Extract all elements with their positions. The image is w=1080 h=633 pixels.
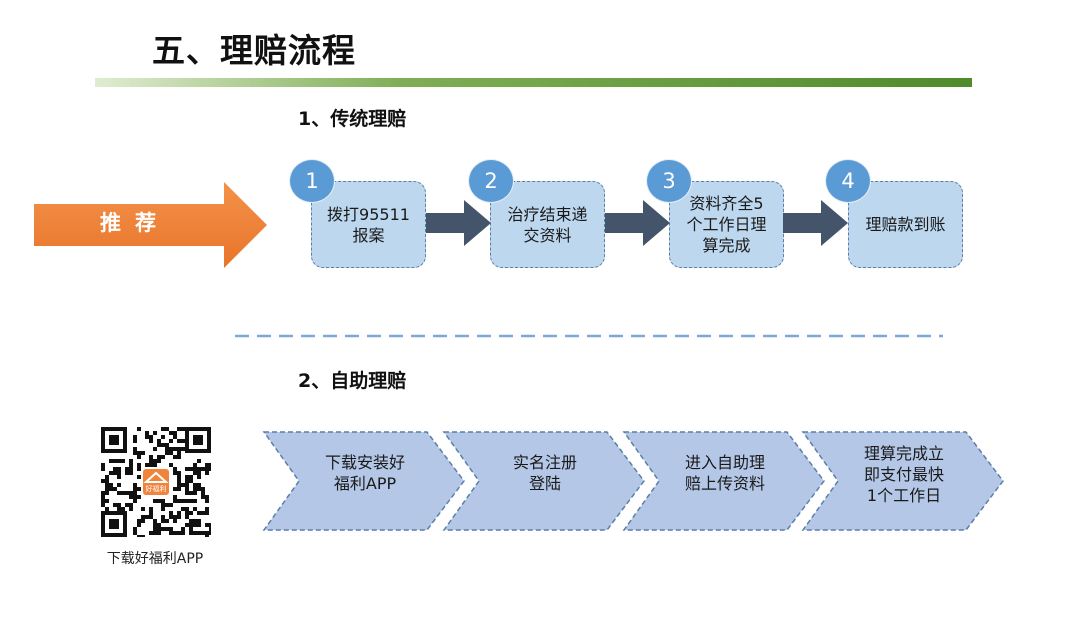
self-step-1: 下载安装好 福利APP <box>295 452 435 494</box>
step-3-line-3: 算完成 <box>702 236 751 255</box>
self-step-2-line-1: 实名注册 <box>512 453 577 472</box>
chevron-1 <box>262 431 465 531</box>
qr-code[interactable]: 好福利 <box>101 427 211 537</box>
recommend-label: 推荐 <box>100 211 170 235</box>
step-2-line-2: 交资料 <box>523 225 572 245</box>
step-box-1: 拨打95511 报案 <box>311 181 426 268</box>
self-step-2: 实名注册 登陆 <box>475 452 615 494</box>
step-box-2: 治疗结束递 交资料 <box>490 181 605 268</box>
self-step-2-line-2: 登陆 <box>528 474 561 493</box>
chevron-2 <box>442 431 645 531</box>
step-box-4: 理赔款到账 <box>848 181 963 268</box>
self-step-3-line-1: 进入自助理 <box>684 453 765 472</box>
self-step-4: 理算完成立 即支付最快 1个工作日 <box>834 443 974 506</box>
self-step-1-line-1: 下载安装好 <box>324 453 405 472</box>
title-underline <box>95 78 972 87</box>
self-step-4-line-1: 理算完成立 <box>863 444 944 463</box>
connector-arrow-2 <box>605 200 670 246</box>
self-step-4-line-2: 即支付最快 <box>863 465 944 484</box>
self-step-3: 进入自助理 赔上传资料 <box>655 452 795 494</box>
step-3-line-2: 个工作日理 <box>686 215 767 234</box>
step-4-line-1: 理赔款到账 <box>865 215 946 234</box>
page-title: 五、理赔流程 <box>152 31 356 70</box>
section-divider <box>235 334 943 338</box>
qr-logo-text: 好福利 <box>146 484 167 493</box>
step-1-line-1: 拨打95511 <box>327 204 410 224</box>
chevron-3 <box>622 431 825 531</box>
self-step-4-line-3: 1个工作日 <box>866 486 942 505</box>
recommend-arrow <box>34 182 267 268</box>
step-1-line-2: 报案 <box>352 225 385 245</box>
step-number-3: 3 <box>646 159 692 203</box>
section-heading-traditional: 1、传统理赔 <box>298 108 407 130</box>
step-number-2: 2 <box>468 159 514 203</box>
self-step-1-line-2: 福利APP <box>333 474 397 493</box>
step-3-line-1: 资料齐全5 <box>689 194 764 213</box>
connector-arrow-1 <box>426 200 491 246</box>
step-number-4: 4 <box>825 159 871 203</box>
self-step-3-line-2: 赔上传资料 <box>684 474 765 493</box>
step-box-3: 资料齐全5 个工作日理 算完成 <box>669 181 784 268</box>
self-service-chevrons <box>262 431 1004 531</box>
section-heading-self-service: 2、自助理赔 <box>298 370 407 392</box>
connector-arrow-3 <box>783 200 848 246</box>
chevron-4 <box>801 431 1004 531</box>
step-number-1: 1 <box>289 159 335 203</box>
step-2-line-1: 治疗结束递 <box>507 204 588 224</box>
qr-caption: 下载好福利APP <box>106 551 204 567</box>
